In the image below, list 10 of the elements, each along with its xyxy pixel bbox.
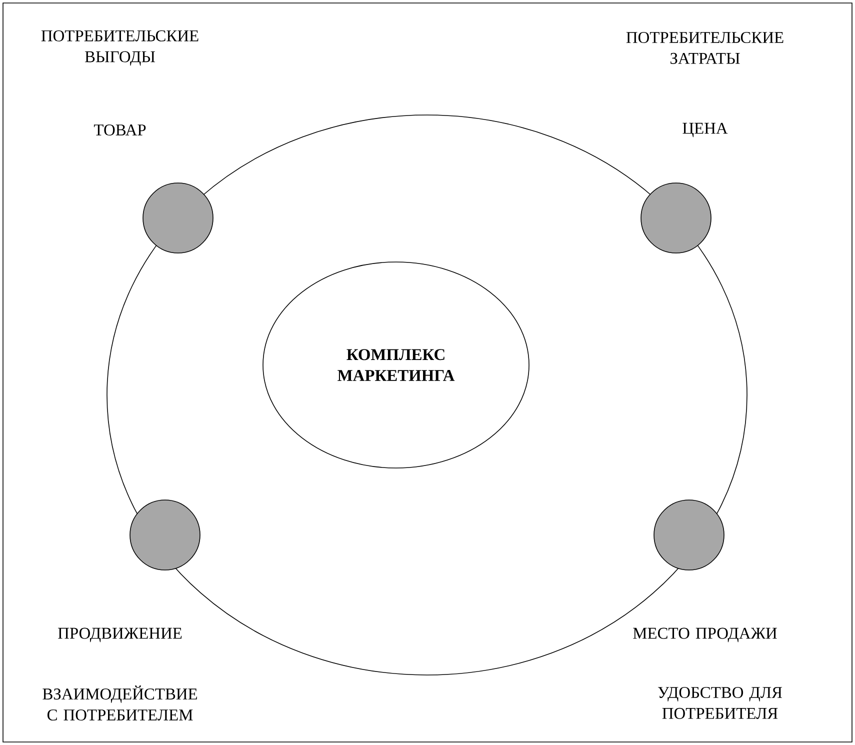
dot — [640, 182, 712, 254]
node-label: ВЗАИМОДЕЙСТВИЕ С ПОТРЕБИТЕЛЕМ — [42, 685, 197, 720]
node-label: ТОВАР — [94, 124, 146, 136]
node-label: УДОБСТВО ДЛЯ ПОТРЕБИТЕЛЯ — [658, 687, 782, 719]
dot — [142, 182, 214, 254]
node-label: ПОТРЕБИТЕЛЬСКИЕ ЗАТРАТЫ — [626, 32, 784, 64]
node-label: МЕСТО ПРОДАЖИ — [633, 628, 777, 642]
node-label: ЦЕНА — [682, 122, 728, 138]
node-label: ПРОДВИЖЕНИЕ — [58, 628, 182, 642]
node-label: ПОТРЕБИТЕЛЬСКИЕ ВЫГОДЫ — [41, 30, 198, 66]
